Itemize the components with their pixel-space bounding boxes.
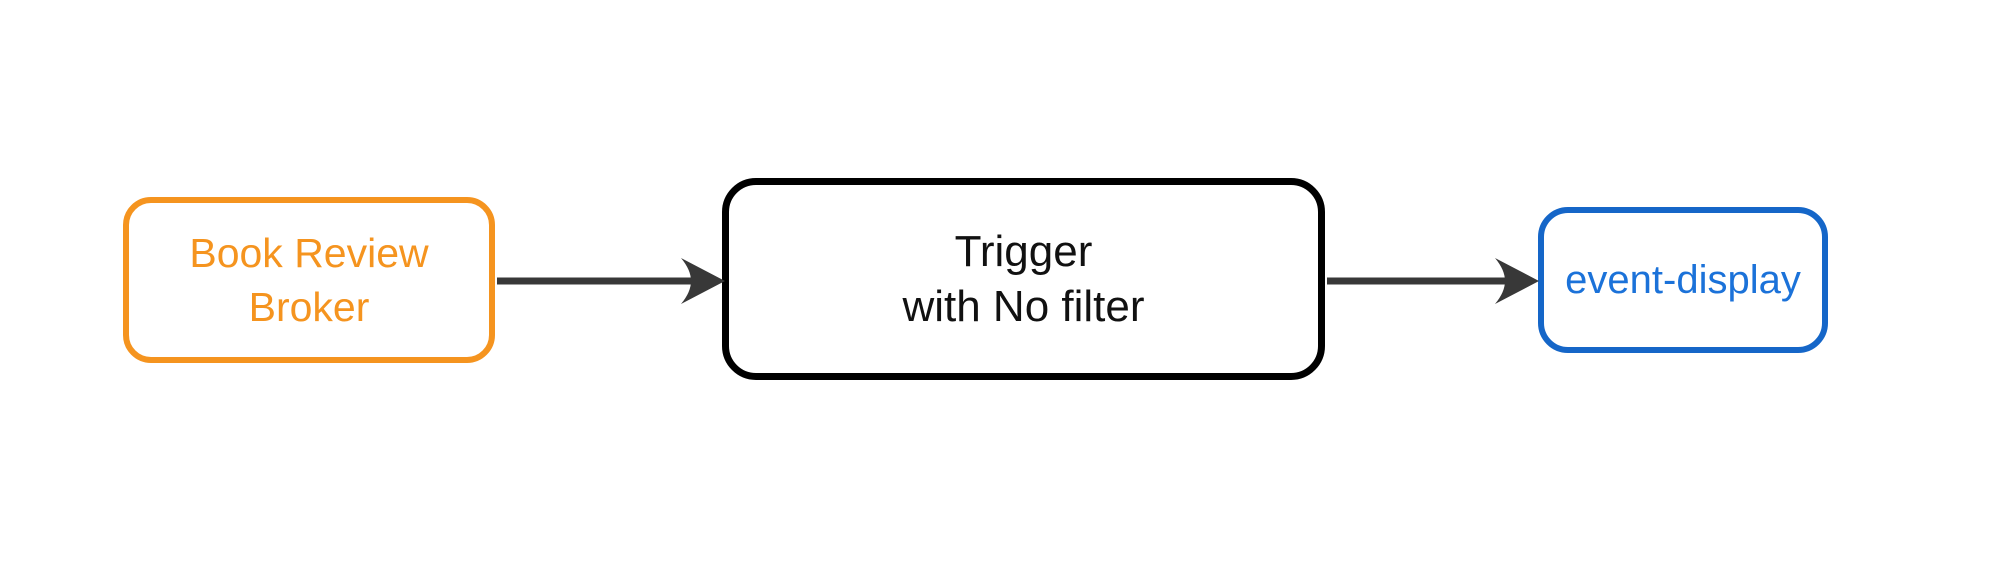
arrow-head bbox=[681, 258, 725, 304]
arrow-broker-to-trigger bbox=[497, 258, 725, 304]
node-label: event-display bbox=[1565, 258, 1801, 302]
node-label-line1: Trigger bbox=[954, 227, 1093, 276]
node-event-display: event-display bbox=[1538, 207, 1828, 353]
node-label-line1: Book Review bbox=[189, 230, 429, 276]
node-label-line2: with No filter bbox=[902, 282, 1145, 331]
arrow-head bbox=[1495, 258, 1539, 304]
node-book-review-broker: Book Review Broker bbox=[123, 197, 495, 363]
node-label-line2: Broker bbox=[248, 284, 370, 330]
arrow-trigger-to-event-display bbox=[1327, 258, 1539, 304]
node-trigger: Trigger with No filter bbox=[722, 178, 1325, 380]
